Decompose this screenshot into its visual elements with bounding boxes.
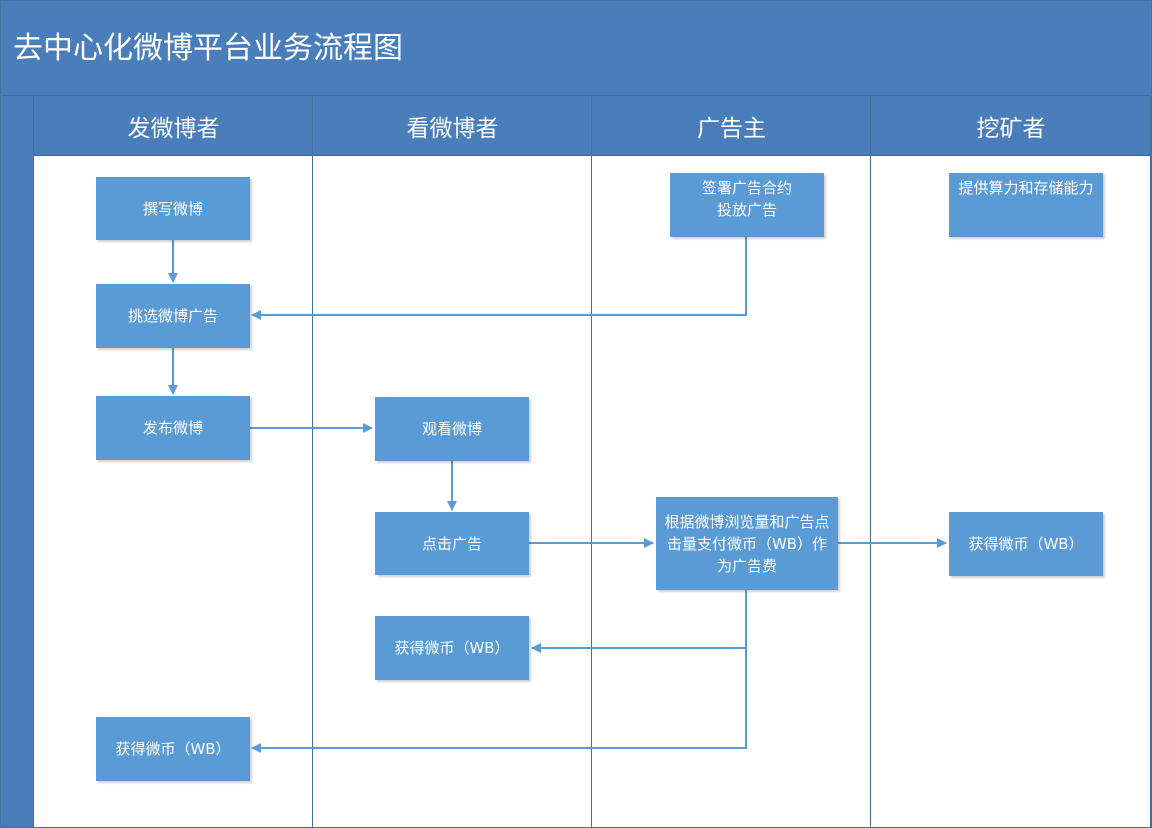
lane-header-viewer: 看微博者 <box>313 96 592 156</box>
box-watch-weibo[interactable]: 观看微博 <box>375 397 529 461</box>
box-get-coin-miner[interactable]: 获得微币（WB） <box>949 512 1103 576</box>
lane-header-miner: 挖矿者 <box>871 96 1151 156</box>
box-click-ad[interactable]: 点击广告 <box>375 512 529 575</box>
box-sign-ad-contract[interactable]: 签署广告合约 投放广告 <box>670 173 824 237</box>
box-pick-weibo-ad[interactable]: 挑选微博广告 <box>96 284 250 348</box>
lane-divider <box>33 96 34 827</box>
pool-side-strip <box>1 96 34 827</box>
lane-header-publisher: 发微博者 <box>34 96 313 156</box>
lane-divider <box>870 96 871 827</box>
lane-header-advertiser: 广告主 <box>592 96 871 156</box>
box-write-weibo[interactable]: 撰写微博 <box>96 177 250 240</box>
box-get-coin-publisher[interactable]: 获得微币（WB） <box>96 717 250 781</box>
arrow-contract-to-pick <box>251 237 747 320</box>
lane-divider <box>312 96 313 827</box>
arrow-pay-to-publisher <box>251 648 747 753</box>
lane-divider <box>1150 96 1151 827</box>
box-get-coin-viewer[interactable]: 获得微币（WB） <box>375 616 529 680</box>
diagram-title: 去中心化微博平台业务流程图 <box>13 31 403 66</box>
title-bar: 去中心化微博平台业务流程图 <box>1 1 1151 96</box>
box-publish-weibo[interactable]: 发布微博 <box>96 396 250 460</box>
lane-divider <box>591 96 592 827</box>
box-pay-ad-fee[interactable]: 根据微博浏览量和广告点击量支付微币（WB）作为广告费 <box>656 497 838 590</box>
box-provide-compute-storage[interactable]: 提供算力和存储能力 <box>949 173 1103 237</box>
arrow-pay-to-viewer <box>531 590 747 653</box>
